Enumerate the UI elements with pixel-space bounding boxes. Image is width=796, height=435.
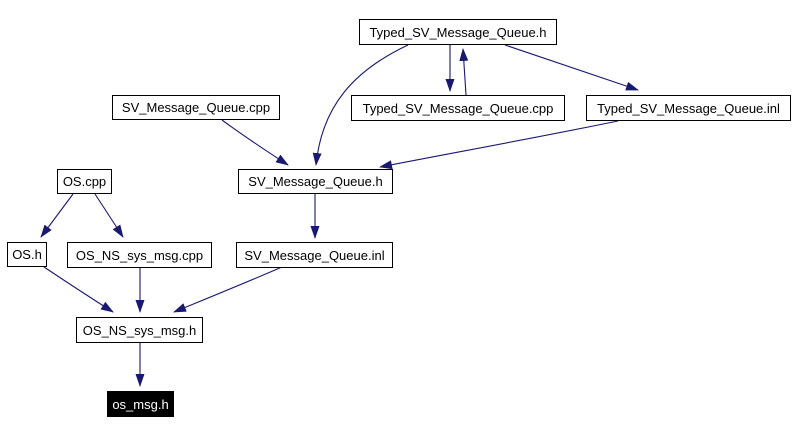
- node-os-ns-sys-msg-cpp[interactable]: OS_NS_sys_msg.cpp: [67, 242, 212, 268]
- edge-typed-sv-message-queue-inl-to-sv-message-queue-h: [379, 120, 619, 170]
- node-sv-message-queue-cpp[interactable]: SV_Message_Queue.cpp: [112, 95, 280, 120]
- node-os-cpp[interactable]: OS.cpp: [57, 169, 112, 194]
- edge-os-cpp-to-os-ns-sys-msg-cpp: [94, 193, 124, 238]
- node-typed-sv-message-queue-inl[interactable]: Typed_SV_Message_Queue.inl: [586, 95, 791, 121]
- edge-typed-sv-message-queue-cpp-to-typed-sv-message-queue-h: [459, 48, 469, 96]
- node-typed-sv-message-queue-cpp[interactable]: Typed_SV_Message_Queue.cpp: [351, 95, 565, 121]
- node-typed-sv-message-queue-h[interactable]: Typed_SV_Message_Queue.h: [359, 19, 557, 45]
- node-os-msg-h: os_msg.h: [107, 391, 174, 417]
- node-sv-message-queue-inl[interactable]: SV_Message_Queue.inl: [236, 242, 393, 268]
- node-os-h[interactable]: OS.h: [7, 242, 47, 267]
- node-sv-message-queue-h[interactable]: SV_Message_Queue.h: [238, 169, 393, 194]
- edge-os-h-to-os-ns-sys-msg-h: [43, 266, 114, 313]
- node-os-ns-sys-msg-h[interactable]: OS_NS_sys_msg.h: [76, 317, 203, 343]
- edge-os-cpp-to-os-h: [40, 193, 74, 238]
- edge-typed-sv-message-queue-h-to-typed-sv-message-queue-inl: [504, 44, 639, 91]
- edge-sv-message-queue-cpp-to-sv-message-queue-h: [221, 119, 289, 166]
- edge-sv-message-queue-inl-to-os-ns-sys-msg-h: [173, 266, 283, 313]
- edge-typed-sv-message-queue-h-to-sv-message-queue-h: [312, 44, 409, 166]
